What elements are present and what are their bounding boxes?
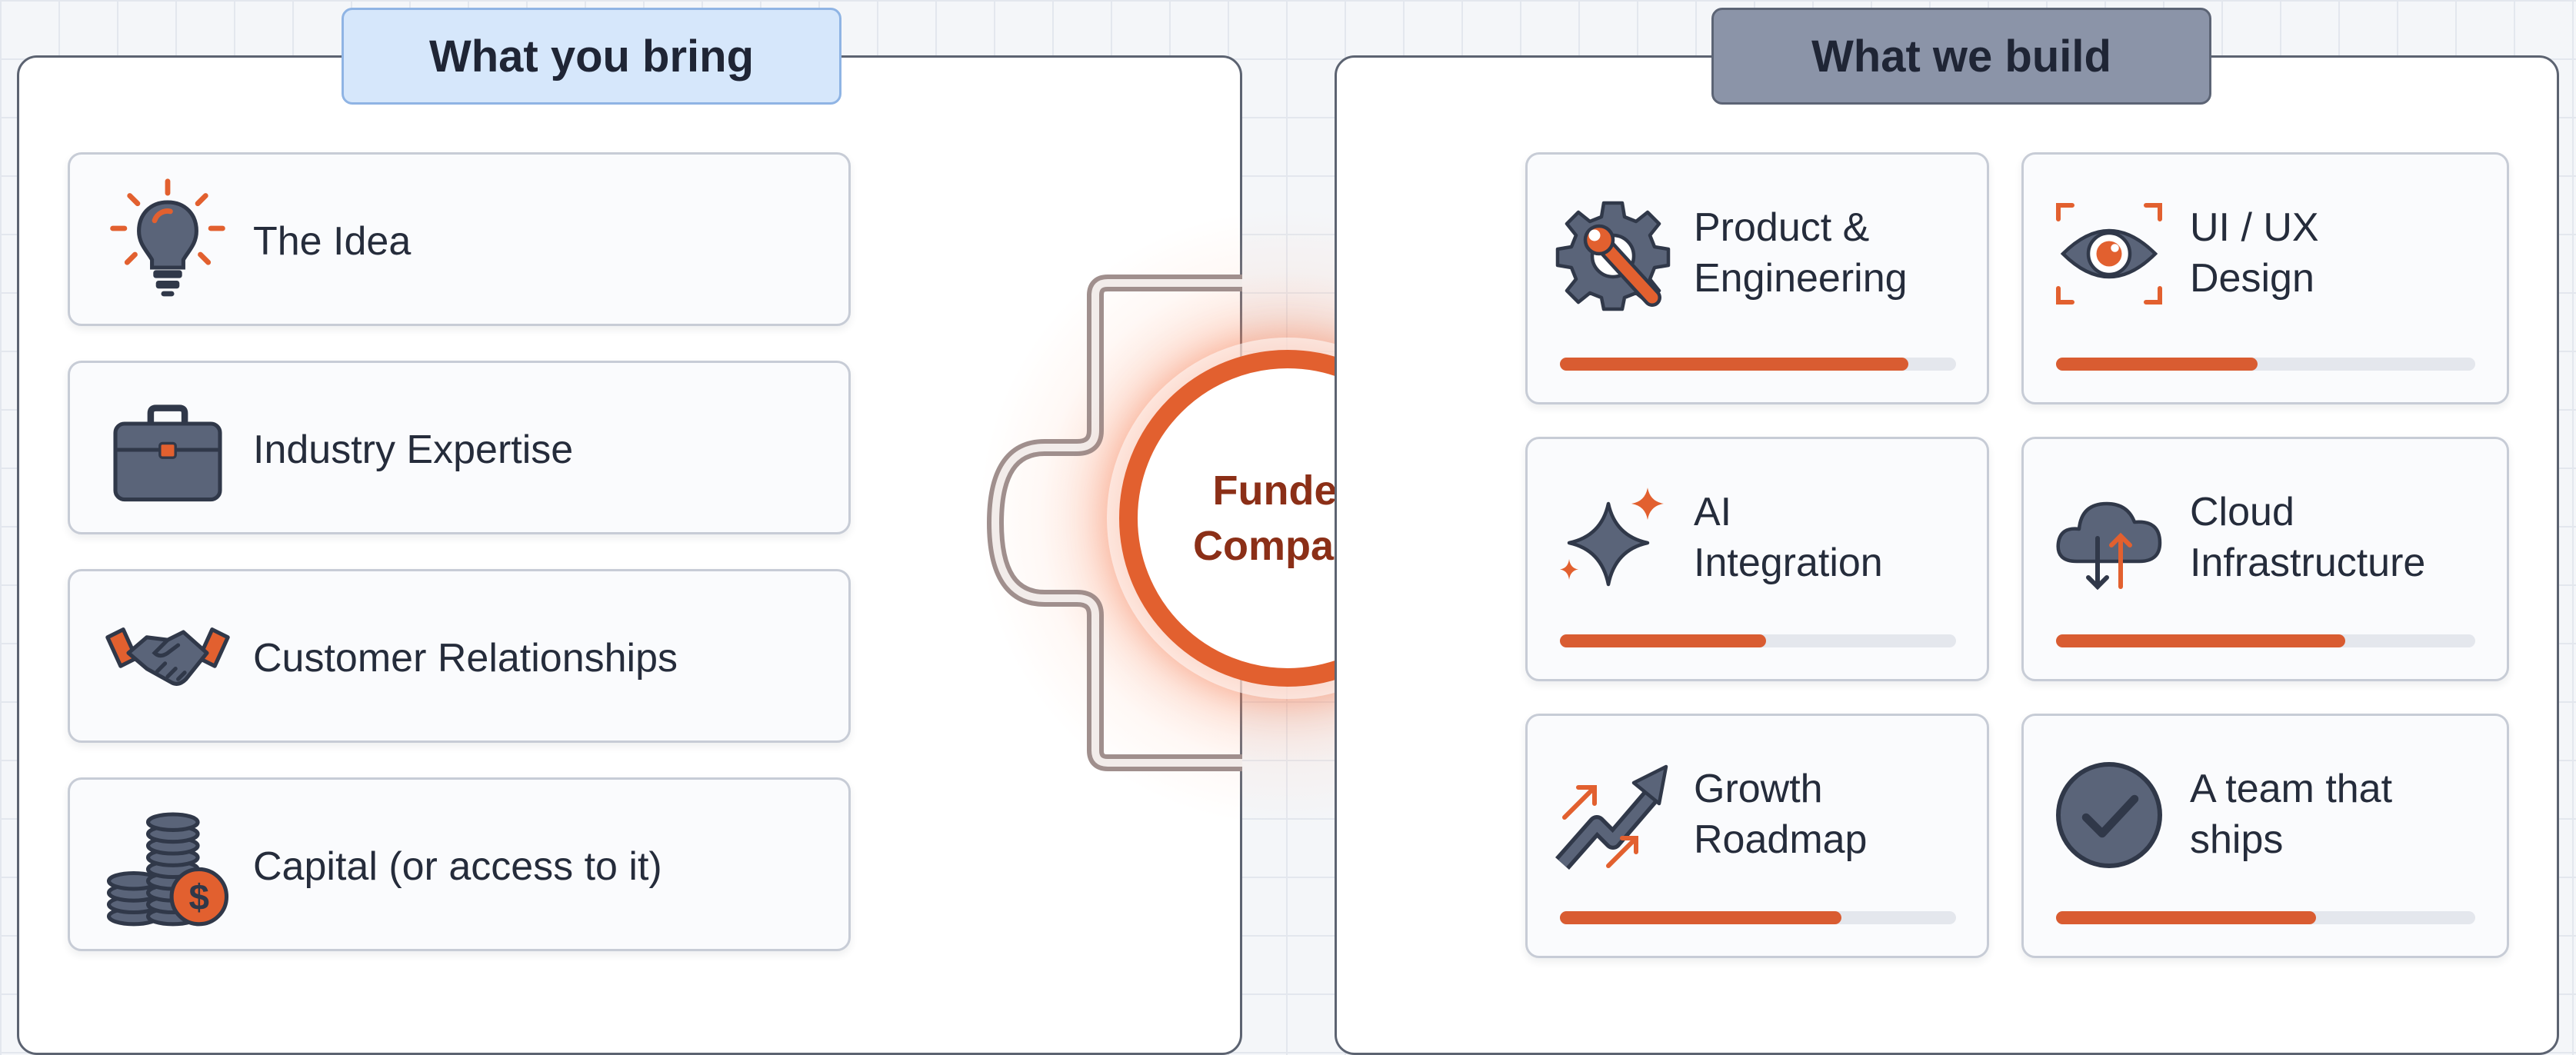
sparkle-icon <box>1555 481 1671 596</box>
build-card-ui-ux-design: UI / UX Design <box>2021 152 2509 404</box>
puzzle-connector <box>987 275 1242 771</box>
bring-label-industry-expertise: Industry Expertise <box>253 428 574 472</box>
cloud-icon <box>2051 481 2167 596</box>
bring-label-idea: The Idea <box>253 219 412 264</box>
trend-up-icon <box>1555 757 1671 873</box>
progress-fill <box>1560 911 1841 924</box>
bring-label-capital: Capital (or access to it) <box>253 844 662 889</box>
progress-track <box>2056 358 2475 371</box>
progress-fill <box>2056 634 2346 647</box>
check-circle-icon <box>2051 757 2167 873</box>
build-card-team-that-ships: A team that ships <box>2021 714 2509 958</box>
progress-track <box>1560 634 1956 647</box>
progress-fill <box>1560 634 1766 647</box>
build-label-product-engineering: Product & Engineering <box>1694 205 1908 301</box>
progress-track <box>2056 634 2475 647</box>
lightbulb-icon <box>102 176 233 307</box>
build-label-ui-ux-design: UI / UX Design <box>2190 205 2319 301</box>
bring-card-industry-expertise: Industry Expertise <box>68 361 851 534</box>
build-card-cloud-infrastructure: Cloud Infrastructure <box>2021 437 2509 681</box>
progress-fill <box>2056 358 2258 371</box>
build-label-cloud-infrastructure: Cloud Infrastructure <box>2190 490 2426 585</box>
build-label-ai-integration: AI Integration <box>1694 490 1883 585</box>
gear-wrench-icon <box>1555 196 1671 311</box>
progress-fill <box>2056 911 2316 924</box>
build-card-product-engineering: Product & Engineering <box>1525 152 1989 404</box>
svg-text:$: $ <box>189 877 209 918</box>
handshake-icon <box>102 593 233 724</box>
bring-label-customer-relationships: Customer Relationships <box>253 636 678 681</box>
eye-icon <box>2051 196 2167 311</box>
build-label-growth-roadmap: Growth Roadmap <box>1694 767 1868 862</box>
progress-track <box>1560 911 1956 924</box>
progress-track <box>2056 911 2475 924</box>
build-card-growth-roadmap: Growth Roadmap <box>1525 714 1989 958</box>
bring-card-customer-relationships: Customer Relationships <box>68 569 851 743</box>
progress-track <box>1560 358 1956 371</box>
progress-fill <box>1560 358 1909 371</box>
build-card-ai-integration: AI Integration <box>1525 437 1989 681</box>
what-you-bring-title: What you bring <box>342 8 841 105</box>
bring-card-capital: $ Capital (or access to it) <box>68 777 851 951</box>
briefcase-icon <box>102 384 233 515</box>
build-label-team-that-ships: A team that ships <box>2190 767 2393 862</box>
coins-icon: $ <box>102 801 233 932</box>
what-we-build-title: What we build <box>1711 8 2211 105</box>
bring-card-idea: The Idea <box>68 152 851 326</box>
